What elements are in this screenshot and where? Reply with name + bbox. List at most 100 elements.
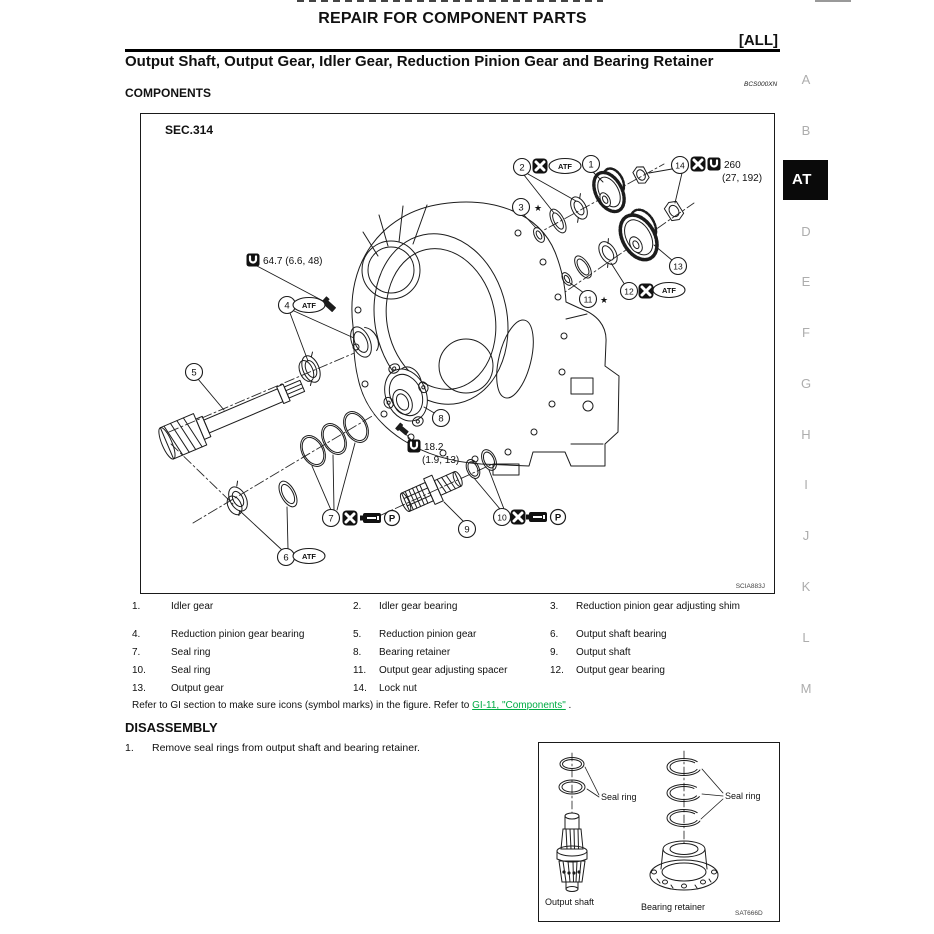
star-mark: ★: [534, 203, 542, 213]
output-shaft-label: Output shaft: [545, 897, 595, 907]
svg-text:5: 5: [191, 368, 196, 379]
sec-label: SEC.314: [165, 123, 214, 137]
svg-text:4: 4: [284, 301, 289, 312]
svg-text:P: P: [389, 514, 396, 525]
atf-icon: ATF: [292, 296, 326, 314]
figure-code: SCIA883J: [735, 583, 765, 590]
torque-icon: [407, 439, 421, 453]
center-lines: [571, 750, 685, 844]
output-gear-spacer-washer: [561, 272, 573, 286]
callout-12: 12: [619, 281, 639, 301]
callout-7: 7: [321, 508, 341, 528]
part-label: Lock nut: [379, 683, 417, 694]
part-number: 2.: [353, 601, 362, 612]
torque-value-mid: 18.2: [424, 442, 444, 453]
header-rule: [125, 49, 780, 52]
side-index-f[interactable]: F: [802, 325, 810, 340]
side-index-g[interactable]: G: [800, 376, 812, 391]
part-label: Output gear bearing: [576, 665, 665, 676]
output-shaft-drawing: [556, 812, 588, 892]
side-index-b[interactable]: B: [801, 123, 811, 138]
svg-text:7: 7: [328, 514, 333, 525]
disassembly-heading: DISASSEMBLY: [125, 720, 218, 735]
part-label: Reduction pinion gear bearing: [171, 629, 305, 640]
components-diagram: 1 2 3 4 5 6 7 8 9 10 11 12 13 14 ★: [158, 154, 762, 567]
replace-icon: [638, 283, 654, 299]
part-label: Output gear adjusting spacer: [379, 665, 508, 676]
side-index-m[interactable]: M: [800, 681, 812, 696]
callout-14: 14: [670, 155, 690, 175]
disassembly-step-number: 1.: [125, 742, 134, 754]
lock-nut-output: [663, 200, 685, 222]
side-index-i[interactable]: I: [804, 477, 808, 492]
part-number: 5.: [353, 629, 362, 640]
inset-figure-code: SAT666D: [735, 910, 763, 917]
petroleum-jelly-icon: P: [383, 509, 401, 527]
side-index-at-active[interactable]: AT: [783, 160, 828, 200]
svg-text:13: 13: [673, 262, 683, 272]
bearing-retainer-part: [383, 363, 429, 427]
part-label: Output gear: [171, 683, 224, 694]
transmission-case: [351, 201, 620, 476]
svg-text:ATF: ATF: [558, 162, 572, 171]
callout-3: 3: [511, 197, 531, 217]
replace-icon: [690, 156, 706, 172]
seal-ring-label-right: Seal ring: [725, 791, 761, 801]
callout-1: 1: [581, 154, 601, 174]
replace-icon: [342, 510, 358, 526]
part-label: Output shaft: [576, 647, 631, 658]
side-index-k[interactable]: K: [801, 579, 811, 594]
retainer-seal-rings: [666, 758, 702, 827]
section-code: BCS000XN: [744, 81, 778, 88]
svg-text:10: 10: [497, 513, 507, 523]
torque-icon: [246, 253, 260, 267]
callout-10: 10: [492, 507, 512, 527]
leader-lines: [700, 768, 724, 820]
svg-text:11: 11: [584, 295, 593, 305]
output-gear: [618, 208, 659, 262]
idler-gear: [592, 167, 626, 214]
callout-9: 9: [457, 519, 477, 539]
callout-6: 6: [276, 547, 296, 567]
svg-text:ATF: ATF: [302, 552, 316, 561]
torque-values: 260 (27, 192) 64.7 (6.6, 48) 18.2 (1.9, …: [263, 160, 762, 466]
leader-lines: [584, 766, 600, 798]
side-index-j[interactable]: J: [802, 528, 810, 543]
bearing-retainer-label: Bearing retainer: [641, 902, 705, 912]
part-number: 13.: [132, 683, 146, 694]
svg-text:P: P: [555, 513, 562, 524]
part-number: 7.: [132, 647, 141, 658]
svg-text:3: 3: [518, 203, 523, 214]
page-title: REPAIR FOR COMPONENT PARTS: [318, 10, 587, 27]
part-number: 11.: [353, 665, 367, 676]
side-index-d[interactable]: D: [801, 224, 811, 239]
atf-icon: ATF: [548, 157, 582, 175]
part-number: 3.: [550, 601, 559, 612]
bearing-bracket: [350, 326, 379, 358]
petroleum-jelly-icon: P: [549, 508, 567, 526]
torque-value-mid-sub: (1.9, 13): [422, 455, 459, 466]
part-label: Reduction pinion gear: [379, 629, 477, 640]
svg-text:1: 1: [588, 160, 593, 171]
side-index-e[interactable]: E: [801, 274, 811, 289]
replace-icon: [510, 509, 526, 525]
output-shaft-bearing: [226, 480, 248, 517]
part-number: 10.: [132, 665, 146, 676]
idler-gear-bearing: [570, 193, 588, 223]
star-mark: ★: [600, 295, 608, 305]
page-crop-artifact: [815, 0, 851, 2]
replace-icons: [342, 156, 706, 526]
side-index-l[interactable]: L: [802, 630, 810, 645]
part-number: 6.: [550, 629, 559, 640]
side-index-a[interactable]: A: [801, 72, 811, 87]
reduction-pinion-bearing: [298, 351, 321, 387]
torque-icon: [707, 157, 721, 171]
part-label: Seal ring: [171, 665, 211, 676]
part-label: Reduction pinion gear adjusting shim: [576, 601, 740, 612]
side-index-h[interactable]: H: [801, 427, 811, 442]
reduction-pinion-gear-shaft: [158, 379, 306, 460]
gi-components-link[interactable]: GI-11, "Components": [472, 700, 566, 711]
part-label: Seal ring: [171, 647, 211, 658]
page-crop-artifact: [297, 0, 603, 2]
svg-text:ATF: ATF: [662, 286, 676, 295]
